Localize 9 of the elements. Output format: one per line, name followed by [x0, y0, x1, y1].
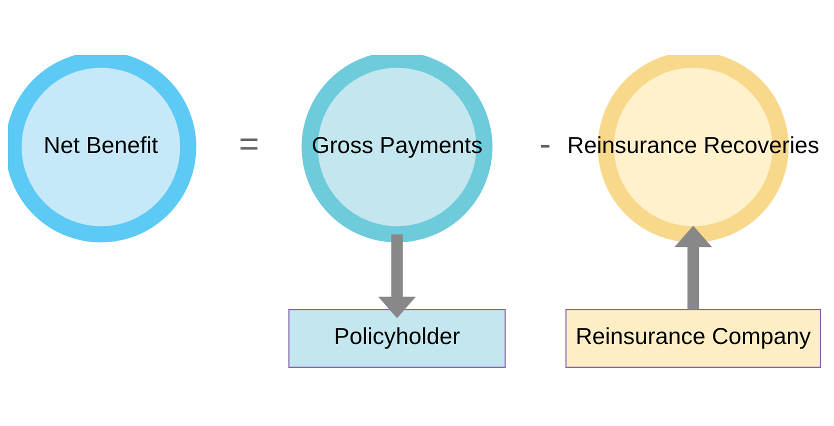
node-box: Reinsurance Company — [565, 308, 822, 368]
node-box: Policyholder — [288, 308, 506, 368]
label: = — [238, 125, 260, 164]
label: - — [539, 125, 551, 164]
arrow — [378, 234, 416, 318]
node-circle: Gross Payments — [302, 54, 492, 242]
node-label: Reinsurance Recoveries — [567, 131, 820, 158]
arrow — [674, 225, 712, 309]
node-circle: Net Benefit — [8, 54, 196, 242]
